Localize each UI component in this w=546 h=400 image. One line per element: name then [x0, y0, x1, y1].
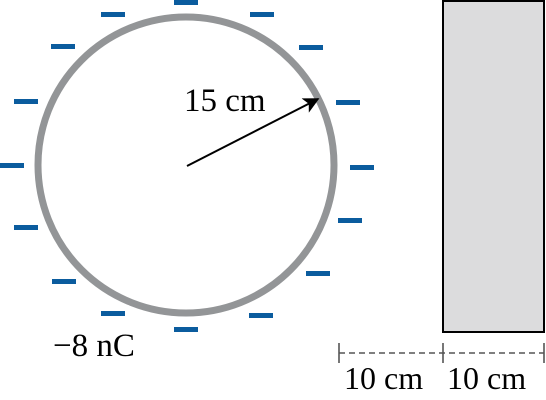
charge-mark	[250, 12, 274, 17]
charge-mark	[14, 225, 38, 230]
charge-mark	[249, 313, 273, 318]
charge-mark	[101, 12, 125, 17]
radius-label: 15 cm	[184, 83, 266, 119]
charge-mark	[338, 218, 362, 223]
charge-mark	[101, 311, 125, 316]
charge-mark	[174, 327, 198, 332]
gap-dimension-label: 10 cm	[344, 360, 423, 396]
charge-label: −8 nC	[53, 328, 135, 364]
charge-mark	[51, 44, 75, 49]
charge-mark	[0, 163, 24, 168]
charge-mark	[336, 100, 360, 105]
radius-arrow	[186, 98, 320, 167]
rectangular-slab	[442, 0, 545, 333]
spherical-shell	[34, 13, 338, 317]
charge-mark	[306, 271, 330, 276]
dimension-lines	[338, 343, 545, 363]
charge-mark	[52, 279, 76, 284]
charge-mark	[350, 165, 374, 170]
charge-mark	[299, 45, 323, 50]
charge-mark	[14, 99, 38, 104]
negative-charge-marks	[0, 0, 374, 332]
charge-mark	[174, 0, 198, 5]
slab-width-dimension-label: 10 cm	[447, 360, 526, 396]
